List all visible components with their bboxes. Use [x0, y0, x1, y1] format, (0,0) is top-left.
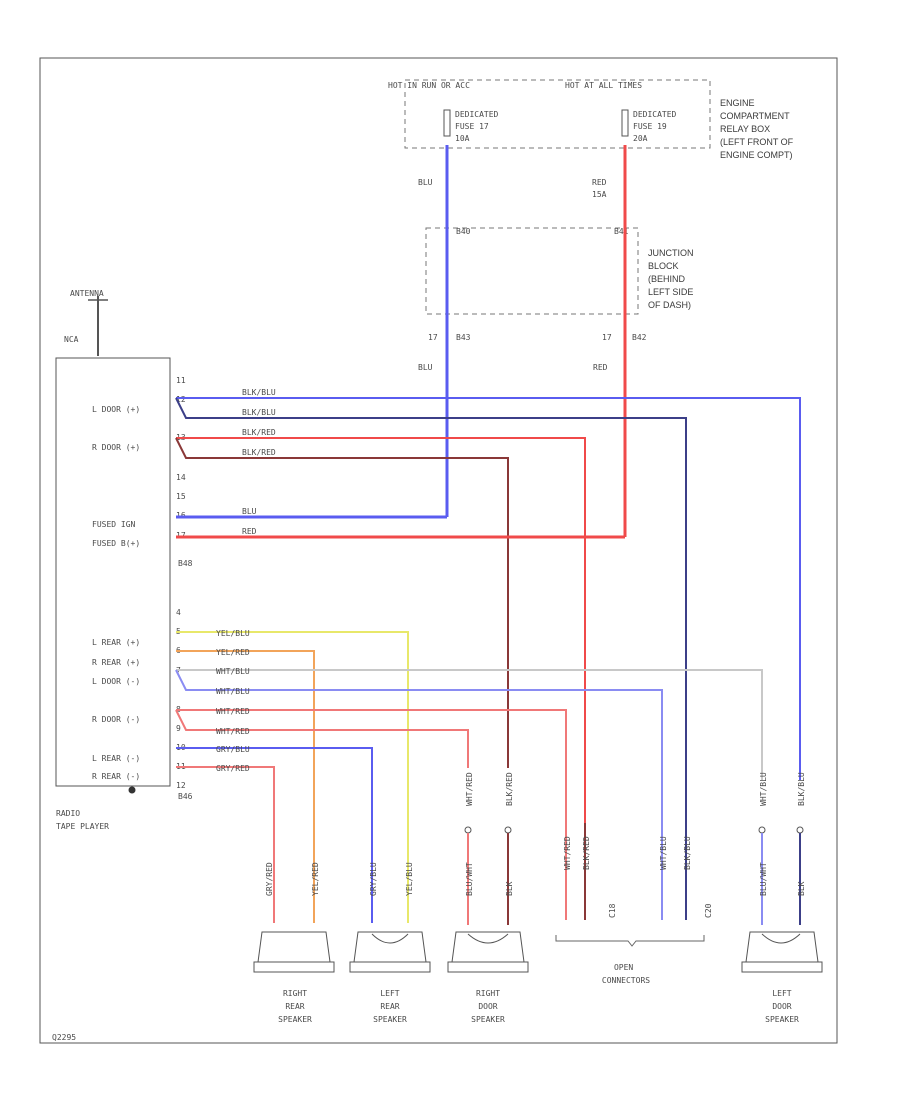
connector-b46-label: B46	[178, 792, 193, 801]
open-connectors-label: OPEN CONNECTORS	[602, 963, 650, 985]
svg-text:BLK/RED: BLK/RED	[582, 836, 591, 870]
svg-text:BLU/WHT: BLU/WHT	[465, 862, 474, 896]
wire-label-gry-red: GRY/RED	[216, 764, 250, 773]
svg-text:BLU/WHT: BLU/WHT	[759, 862, 768, 896]
svg-text:BLK: BLK	[797, 881, 806, 896]
svg-text:YEL/BLU: YEL/BLU	[405, 862, 414, 896]
wire-label-yel-blu: YEL/BLU	[216, 629, 250, 638]
fuse19-icon	[621, 109, 629, 137]
antenna-label: ANTENNA	[70, 289, 104, 298]
connector-b40-label: B40	[456, 227, 471, 236]
pin-l-rear-plus: L REAR (+)	[92, 638, 140, 647]
pin-r-door-minus: R DOOR (-)	[92, 715, 140, 724]
pin-17b-label: 17	[602, 333, 612, 342]
pin-l-door-minus: L DOOR (-)	[92, 677, 140, 686]
antenna-wire-label: NCA	[64, 335, 79, 344]
svg-text:WHT/RED: WHT/RED	[563, 836, 572, 870]
svg-text:BLK/BLU: BLK/BLU	[797, 772, 806, 806]
l-door-plus-wire	[176, 397, 801, 780]
l-door-minus-wire	[176, 669, 763, 780]
wire-red-gauge-label: 15A	[592, 190, 607, 199]
r-rear-minus-wire	[176, 766, 275, 923]
wire-label-blk-blu-1: BLK/BLU	[242, 388, 276, 397]
l-rear-minus-wire	[176, 747, 373, 923]
wire-label-blk-blu-2: BLK/BLU	[242, 408, 276, 417]
r-door-minus-jumper-wire	[175, 709, 469, 768]
r-door-minus-wire	[176, 709, 567, 823]
diagram-frame	[39, 57, 838, 1044]
pin-r-rear-minus: R REAR (-)	[92, 772, 140, 781]
pin-fused-ign: FUSED IGN	[92, 520, 136, 529]
wire-red-size-label: RED	[592, 178, 607, 187]
connector-b42-label: B42	[632, 333, 647, 342]
pin-r-rear-plus: R REAR (+)	[92, 658, 140, 667]
inline-connector-marks	[464, 826, 804, 834]
figure-id: Q2295	[52, 1033, 76, 1042]
wire-label-gry-blu: GRY/BLU	[216, 745, 250, 754]
r-door-plus-jumper-wire	[175, 437, 509, 768]
wire-label-blk-red-1: BLK/RED	[242, 428, 276, 437]
connector-b48-label: B48	[178, 559, 193, 568]
speaker-wire-labels: GRY/RED YEL/RED GRY/BLU YEL/BLU BLU/WHT …	[265, 772, 806, 896]
wire-label-yel-red: YEL/RED	[216, 648, 250, 657]
svg-text:WHT/BLU: WHT/BLU	[659, 836, 668, 870]
r-rear-plus-wire	[176, 650, 315, 923]
svg-text:BLK/BLU: BLK/BLU	[683, 836, 692, 870]
svg-text:BLK/RED: BLK/RED	[505, 772, 514, 806]
wire-label-wht-red-1: WHT/RED	[216, 707, 250, 716]
wire-red-mid-label: RED	[593, 363, 608, 372]
fuse17-icon	[443, 109, 451, 137]
pin-l-door-plus: L DOOR (+)	[92, 405, 140, 414]
bottom-pin-numbers: 4 5 6 7 8 9 10 11 12	[176, 608, 190, 790]
svg-text:YEL/RED: YEL/RED	[311, 862, 320, 896]
connector-b43-label: B43	[456, 333, 471, 342]
hot-all-label: HOT AT ALL TIMES	[565, 81, 642, 90]
svg-text:GRY/BLU: GRY/BLU	[369, 862, 378, 896]
svg-text:WHT/BLU: WHT/BLU	[759, 772, 768, 806]
l-door-minus-jumper-wire	[175, 669, 663, 823]
engine-relay-box-outline	[404, 79, 711, 149]
connector-c18-label: C18	[608, 903, 617, 918]
r-door-plus-wire	[176, 437, 586, 823]
pin-17a-label: 17	[428, 333, 438, 342]
l-rear-plus-wire	[176, 631, 409, 923]
connector-b41-label: B41	[614, 227, 629, 236]
radio-unit	[55, 357, 171, 787]
junction-block-outline	[425, 227, 639, 315]
wire-label-wht-red-2: WHT/RED	[216, 727, 250, 736]
open-connectors-bracket	[555, 935, 705, 947]
wire-label-blu: BLU	[242, 507, 257, 516]
wire-label-wht-blu-1: WHT/BLU	[216, 667, 250, 676]
svg-text:BLK: BLK	[505, 881, 514, 896]
wire-label-red: RED	[242, 527, 257, 536]
radio-name-label: RADIO TAPE PLAYER	[56, 809, 109, 831]
pin-fused-b: FUSED B(+)	[92, 539, 140, 548]
engine-box-label: ENGINE COMPARTMENT RELAY BOX (LEFT FRONT…	[720, 98, 796, 160]
wire-blu-top-label: BLU	[418, 178, 433, 187]
junction-block-label: JUNCTION BLOCK (BEHIND LEFT SIDE OF DASH…	[648, 248, 696, 310]
pin-r-door-plus: R DOOR (+)	[92, 443, 140, 452]
fuse17-label: DEDICATED FUSE 17 10A	[455, 110, 503, 143]
connector-c20-label: C20	[704, 903, 713, 918]
l-door-plus-jumper-wire	[175, 397, 687, 823]
wire-label-wht-blu-2: WHT/BLU	[216, 687, 250, 696]
svg-text:GRY/RED: GRY/RED	[265, 862, 274, 896]
wire-blu-mid-label: BLU	[418, 363, 433, 372]
wire-label-blk-red-2: BLK/RED	[242, 448, 276, 457]
pin-l-rear-minus: L REAR (-)	[92, 754, 140, 763]
svg-text:WHT/RED: WHT/RED	[465, 772, 474, 806]
fuse19-label: DEDICATED FUSE 19 20A	[633, 110, 681, 143]
hot-run-label: HOT IN RUN OR ACC	[388, 81, 470, 90]
radio-ground-icon	[128, 786, 136, 794]
